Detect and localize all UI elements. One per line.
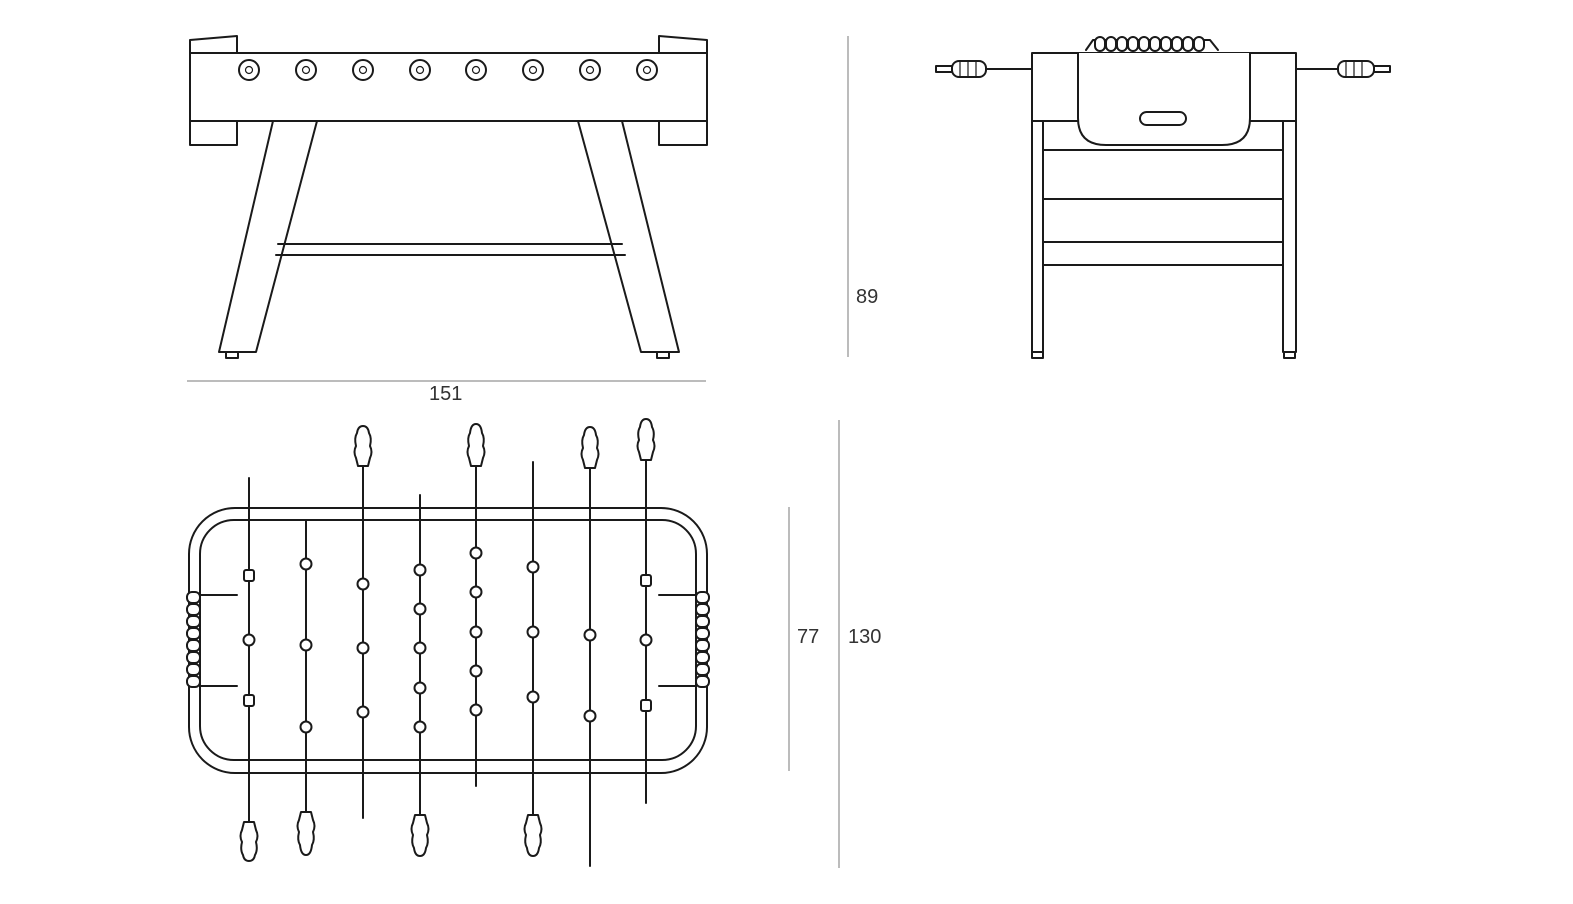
rod-hole [352, 59, 374, 81]
side-end-block-left [189, 120, 238, 146]
end-post-right [1282, 120, 1297, 353]
rod-handle [353, 425, 373, 467]
dimension-label-overall-width: 130 [848, 626, 882, 648]
end-post-left [1031, 120, 1044, 353]
rod-handle [410, 814, 430, 857]
side-corner-right [658, 35, 708, 54]
rod-hole [579, 59, 601, 81]
rod-handle [580, 426, 600, 469]
end-foot-right [1283, 351, 1296, 359]
side-view [189, 35, 708, 359]
side-leg-right [577, 120, 680, 353]
side-foot-right [656, 351, 670, 359]
top-goal-left [199, 594, 238, 687]
dimension-label-length: 151 [429, 383, 463, 405]
top-outer-frame [188, 507, 708, 774]
rod-hole [238, 59, 260, 81]
rod-handle [523, 814, 543, 857]
top-goal-right [658, 594, 697, 687]
foosball-rod [523, 461, 543, 857]
rod-handle [239, 821, 259, 862]
end-ball-slot [1139, 111, 1187, 126]
side-table-body [189, 52, 708, 122]
end-handle-right [1337, 60, 1391, 78]
side-leg-left [218, 120, 318, 353]
rod-handle [466, 423, 486, 467]
rod-handle [636, 418, 656, 461]
foosball-rod [353, 425, 373, 819]
foosball-rod [410, 494, 430, 857]
foosball-rod [466, 423, 486, 787]
rod-hole [636, 59, 658, 81]
rod-hole [522, 59, 544, 81]
dimension-label-playfield-width: 77 [797, 626, 820, 648]
top-score-counter-left [186, 591, 201, 688]
end-handle-left [935, 60, 987, 78]
side-stretcher [275, 243, 626, 256]
foosball-rod [636, 418, 656, 804]
rod-hole [465, 59, 487, 81]
side-corner-left [189, 35, 238, 54]
rod-hole [409, 59, 431, 81]
end-foot-left [1031, 351, 1044, 359]
foosball-rod [580, 426, 600, 867]
side-rod-holes [238, 59, 658, 81]
rod-handle [296, 811, 316, 856]
side-foot-left [225, 351, 239, 359]
end-rails [1042, 149, 1284, 266]
end-score-counter [1085, 36, 1219, 52]
top-inner-frame [199, 519, 697, 761]
end-goal-panel [1077, 52, 1251, 146]
top-score-counter-right [695, 591, 710, 688]
top-view [186, 418, 710, 867]
side-end-block-right [658, 120, 708, 146]
dimension-label-height: 89 [856, 286, 879, 308]
foosball-rod [296, 519, 316, 856]
rod-hole [295, 59, 317, 81]
foosball-rod [239, 477, 259, 862]
end-view [935, 36, 1391, 359]
